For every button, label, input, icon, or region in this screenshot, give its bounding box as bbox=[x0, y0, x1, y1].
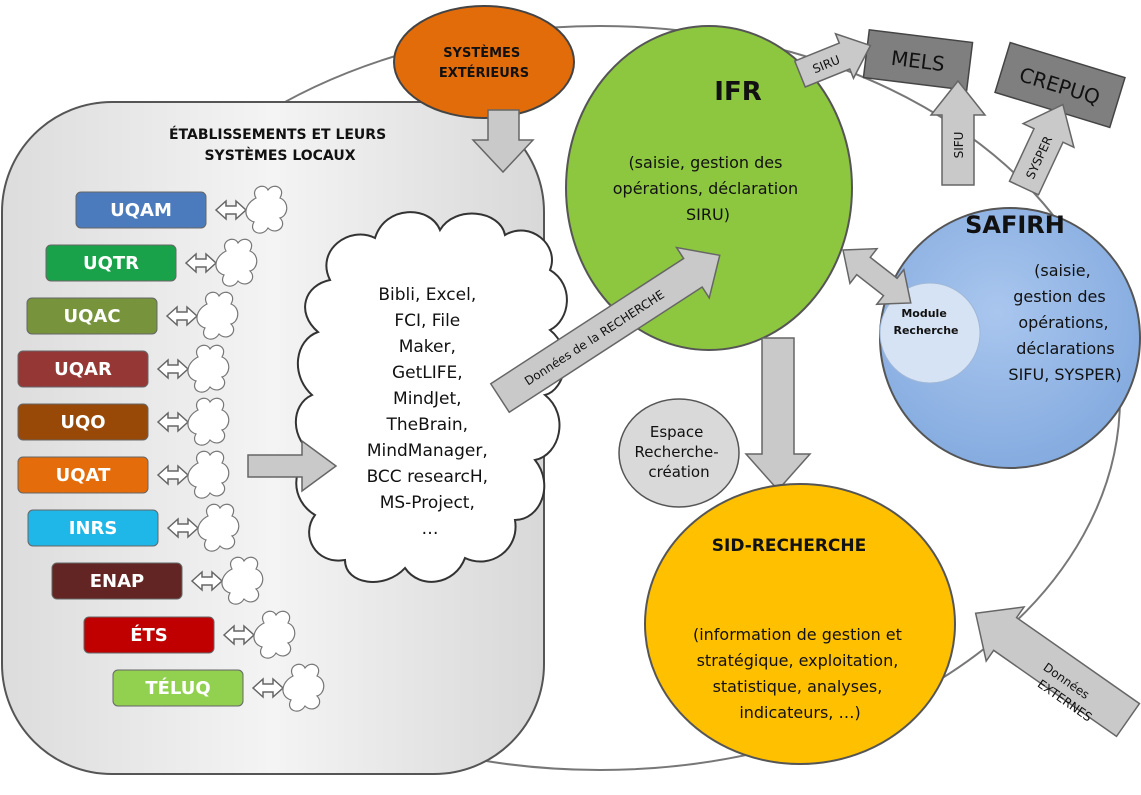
arrow-siru: SIRU bbox=[793, 32, 872, 88]
external-systems-label: SYSTÈMES EXTÉRIEURS bbox=[439, 45, 529, 81]
university-uqo: UQO bbox=[17, 397, 230, 446]
university-ets: ÉTS bbox=[83, 610, 296, 659]
arrow-external-to-panel bbox=[471, 109, 535, 174]
svg-text:SIFU: SIFU bbox=[952, 132, 966, 159]
university-box bbox=[51, 562, 183, 600]
sid-title: SID-RECHERCHE bbox=[712, 536, 866, 556]
university-label: INRS bbox=[69, 518, 118, 539]
university-box bbox=[45, 244, 177, 282]
module-recherche-node bbox=[879, 282, 981, 384]
university-box bbox=[27, 509, 159, 547]
cloud-icon bbox=[196, 291, 239, 340]
cloud-icon bbox=[197, 503, 240, 552]
arrow-external-data bbox=[974, 605, 1141, 738]
crepuq-node: CREPUQ bbox=[994, 41, 1126, 129]
module-recherche-label: Module Recherche bbox=[894, 307, 959, 337]
university-label: UQO bbox=[60, 412, 105, 433]
university-label: ENAP bbox=[90, 571, 144, 592]
sid-node bbox=[644, 483, 956, 765]
university-label: UQAR bbox=[54, 359, 112, 380]
university-teluq: TÉLUQ bbox=[112, 663, 325, 712]
cloud-icon bbox=[187, 397, 230, 446]
university-box bbox=[17, 403, 149, 441]
arrow-sifu: SIFU bbox=[929, 79, 987, 186]
university-label: UQTR bbox=[83, 253, 139, 274]
cloud-icon bbox=[215, 238, 258, 287]
cloud-icon bbox=[282, 663, 325, 712]
cloud-icon bbox=[253, 610, 296, 659]
university-enap: ENAP bbox=[51, 556, 264, 605]
university-uqar: UQAR bbox=[17, 344, 230, 393]
arrow-into-cloud bbox=[247, 439, 338, 493]
university-label: UQAM bbox=[110, 200, 172, 221]
sid-description: (information de gestion et stratégique, … bbox=[693, 625, 907, 722]
external-systems-node bbox=[393, 5, 575, 119]
cloud-icon bbox=[187, 450, 230, 499]
university-uqam: UQAM bbox=[75, 185, 288, 234]
cloud-icon bbox=[221, 556, 264, 605]
espace-label: Espace Recherche- création bbox=[635, 423, 724, 481]
university-label: UQAT bbox=[56, 465, 111, 486]
mels-node: MELS bbox=[862, 29, 974, 91]
ifr-description: (saisie, gestion des opérations, déclara… bbox=[613, 153, 804, 224]
establishments-title: ÉTABLISSEMENTS ET LEURS SYSTÈMES LOCAUX bbox=[169, 126, 391, 164]
university-box bbox=[17, 456, 149, 494]
local-tools-text: Bibli, Excel, FCI, File Maker, GetLIFE, … bbox=[367, 285, 494, 539]
local-tools-cloud bbox=[294, 211, 568, 583]
university-box bbox=[75, 191, 207, 229]
safirh-title: SAFIRH bbox=[965, 211, 1065, 239]
ifr-node bbox=[565, 25, 853, 351]
university-uqac: UQAC bbox=[26, 291, 239, 340]
university-box bbox=[26, 297, 158, 335]
university-label: ÉTS bbox=[130, 624, 168, 646]
university-box bbox=[17, 350, 149, 388]
university-inrs: INRS bbox=[27, 503, 240, 552]
cloud-icon bbox=[187, 344, 230, 393]
university-box bbox=[112, 669, 244, 707]
cloud-icon bbox=[245, 185, 288, 234]
safirh-description: (saisie, gestion des opérations, déclara… bbox=[1008, 261, 1121, 384]
university-box bbox=[83, 616, 215, 654]
ifr-title: IFR bbox=[714, 77, 761, 107]
university-label: UQAC bbox=[63, 306, 120, 327]
university-uqtr: UQTR bbox=[45, 238, 258, 287]
university-uqat: UQAT bbox=[17, 450, 230, 499]
university-list: UQAM UQTR UQAC UQAR UQO UQAT INRS ENAP ÉTS TÉLUQ bbox=[17, 185, 325, 712]
arrow-ifr-to-sid bbox=[744, 337, 812, 492]
espace-node bbox=[618, 398, 740, 508]
arrow-ifr-safirh bbox=[842, 247, 912, 306]
university-label: TÉLUQ bbox=[145, 677, 210, 699]
